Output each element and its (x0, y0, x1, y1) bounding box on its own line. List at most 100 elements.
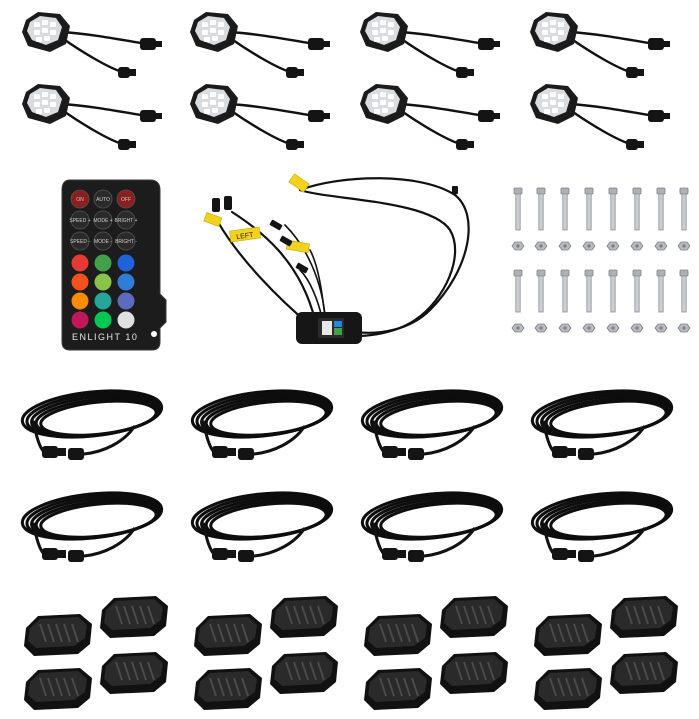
bolt (584, 187, 594, 231)
rock-light-pod (190, 12, 330, 78)
mounting-pad (100, 596, 168, 638)
mounting-pad (100, 652, 168, 694)
remote-color-button (117, 311, 135, 329)
rock-light-pod (22, 84, 162, 150)
remote-down-button: BRIGHT - (115, 231, 137, 251)
remote-down-button: SPEED - (70, 231, 90, 251)
remote-button-grid: ON AUTO OFF SPEED +MODE +BRIGHT + SPEED - MOD… (69, 189, 138, 329)
extension-cable (190, 491, 334, 562)
remote-color-button (94, 311, 112, 329)
bolt (536, 187, 546, 231)
remote-auto-button: AUTO (93, 189, 113, 209)
mounting-pads (24, 596, 678, 710)
nut (654, 241, 668, 251)
mounting-pad (24, 668, 92, 710)
bolt (560, 187, 570, 231)
mounting-pad (440, 652, 508, 694)
left-label-tag: LEFT (229, 226, 262, 243)
mounting-pad (610, 596, 678, 638)
remote-up-button-label: SPEED + (69, 218, 90, 224)
wire-tag (203, 212, 223, 227)
bluetooth-control-box (296, 312, 362, 344)
mounting-pad (534, 614, 602, 656)
rock-light-pod (190, 84, 330, 150)
nut (582, 323, 596, 333)
nut (511, 241, 525, 251)
remote-color-button (117, 292, 135, 310)
mounting-pad (194, 668, 262, 710)
remote-down-button: MODE - (93, 231, 113, 251)
bolt (679, 187, 689, 231)
bolt (656, 269, 666, 313)
extension-cable (360, 389, 504, 460)
extension-cable (530, 389, 674, 460)
bolt (632, 269, 642, 313)
nut (558, 323, 572, 333)
rock-light-pods (22, 12, 670, 150)
remote-up-button: MODE + (93, 210, 113, 230)
rock-light-pod (360, 84, 500, 150)
remote-color-button (71, 254, 89, 272)
bolt (536, 269, 546, 313)
extension-cable (360, 491, 504, 562)
mounting-pad (364, 668, 432, 710)
remote-color-button (71, 273, 89, 291)
mounting-pad (610, 652, 678, 694)
remote-up-button-label: BRIGHT + (114, 218, 137, 224)
nut (511, 323, 525, 333)
nut (534, 323, 548, 333)
mounting-pad (534, 668, 602, 710)
remote-color-button (94, 273, 112, 291)
remote-off-button-label: OFF (121, 197, 131, 203)
bolt (632, 187, 642, 231)
bolt (560, 269, 570, 313)
left-label-text: LEFT (236, 232, 255, 241)
nut (582, 241, 596, 251)
nut (606, 323, 620, 333)
bolt (608, 269, 618, 313)
remote-brand-label: ENLIGHT 10 (72, 332, 138, 342)
remote-color-button (94, 292, 112, 310)
remote-down-button-label: BRIGHT - (115, 239, 137, 245)
remote-color-button (71, 292, 89, 310)
mounting-pad (270, 652, 338, 694)
extension-cable (20, 389, 164, 460)
extension-cable (20, 491, 164, 562)
lanyard-hole-icon (151, 331, 157, 337)
mounting-pad (194, 614, 262, 656)
bolt (584, 269, 594, 313)
remote-off-button: OFF (116, 189, 136, 209)
mounting-pad (440, 596, 508, 638)
bolts-and-nuts (511, 187, 691, 333)
nut (654, 323, 668, 333)
remote-down-button-label: MODE - (94, 239, 112, 245)
remote-auto-button-label: AUTO (96, 197, 110, 203)
rock-light-pod (22, 12, 162, 78)
nut (558, 241, 572, 251)
nut (606, 241, 620, 251)
bolt (656, 187, 666, 231)
nut (677, 323, 691, 333)
remote-down-button-label: SPEED - (70, 239, 90, 245)
remote-color-button (117, 254, 135, 272)
remote-color-button (117, 273, 135, 291)
wire-tag (288, 173, 310, 193)
mounting-pad (270, 596, 338, 638)
remote-on-button: ON (70, 189, 90, 209)
nut (630, 241, 644, 251)
mounting-pad (24, 614, 92, 656)
remote-up-button: SPEED + (69, 210, 91, 230)
remote-up-button-label: MODE + (93, 218, 112, 224)
remote-color-button (94, 254, 112, 272)
bolt (608, 187, 618, 231)
nut (534, 241, 548, 251)
remote-up-button: BRIGHT + (114, 210, 138, 230)
remote-control: ON AUTO OFF SPEED +MODE +BRIGHT + SPEED - MOD… (61, 179, 167, 351)
extension-cable (530, 491, 674, 562)
nut (630, 323, 644, 333)
wiring-harness: LEFT (203, 173, 470, 344)
remote-on-button-label: ON (76, 197, 84, 203)
rock-light-pod (530, 12, 670, 78)
bolt (513, 269, 523, 313)
